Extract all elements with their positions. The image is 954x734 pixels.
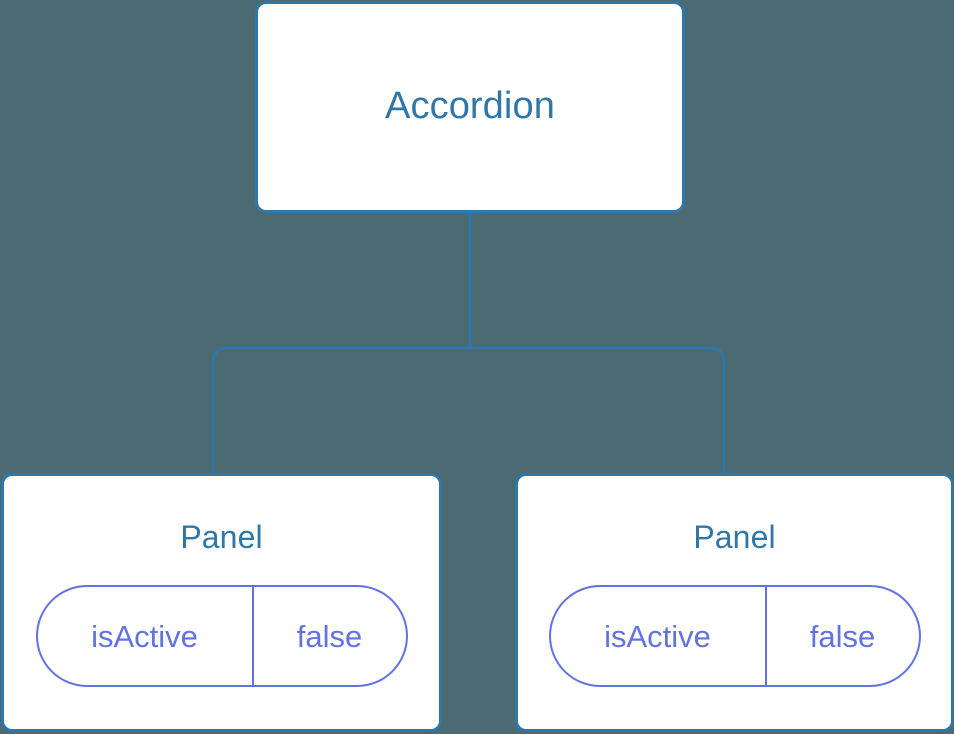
prop-value-is-active-left: false bbox=[251, 587, 406, 685]
node-panel-right-label: Panel bbox=[693, 519, 776, 555]
node-panel-right[interactable]: Panel isActive false bbox=[515, 473, 954, 732]
prop-value-is-active-right: false bbox=[764, 587, 919, 685]
connector-branch-left bbox=[211, 346, 470, 473]
connector-branch-right bbox=[470, 346, 726, 473]
prop-key-is-active-right: isActive bbox=[604, 618, 711, 654]
node-accordion[interactable]: Accordion bbox=[255, 1, 685, 213]
node-panel-left-label: Panel bbox=[180, 519, 263, 555]
node-panel-left[interactable]: Panel isActive false bbox=[1, 473, 442, 732]
prop-pill-is-active-left[interactable]: isActive false bbox=[35, 585, 408, 687]
prop-pill-is-active-right[interactable]: isActive false bbox=[548, 585, 921, 687]
prop-key-is-active-left: isActive bbox=[91, 618, 198, 654]
node-accordion-label: Accordion bbox=[385, 85, 555, 127]
